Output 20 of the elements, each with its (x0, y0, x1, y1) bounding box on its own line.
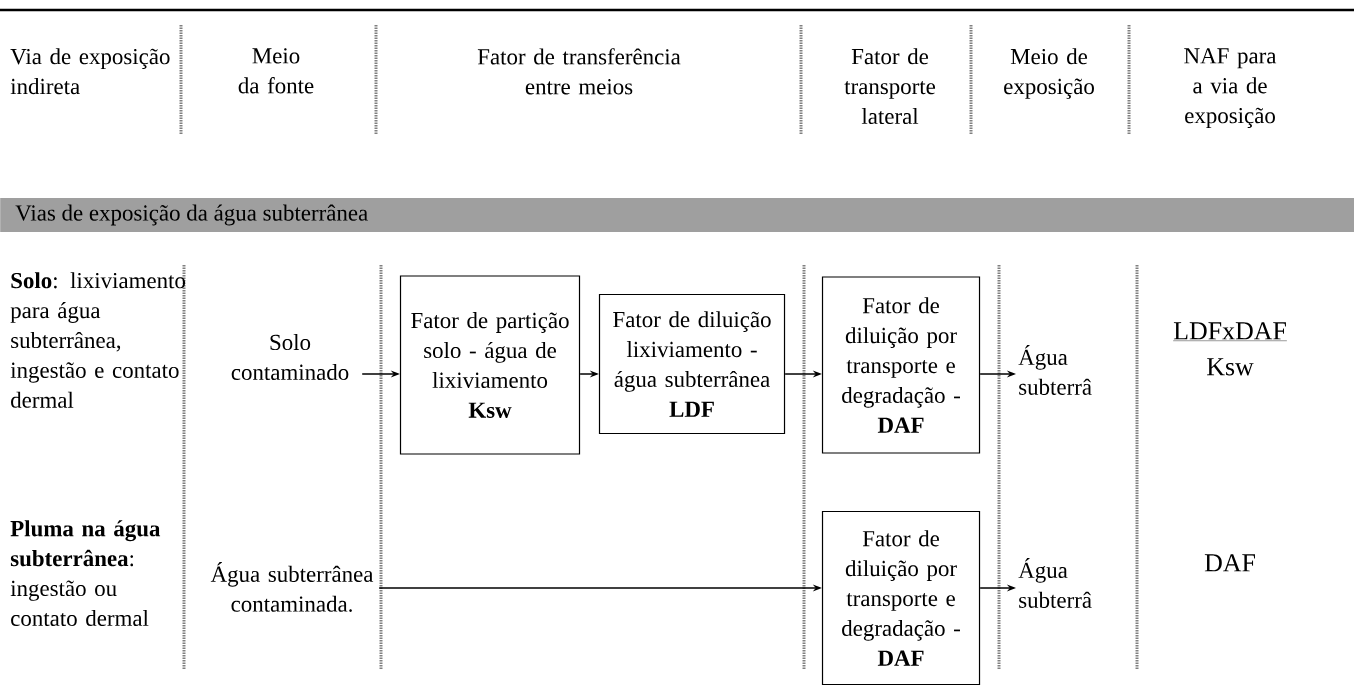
medium-text: Água subterrâ (1018, 558, 1092, 608)
column-header: Fator de transferência entre meios (477, 48, 681, 95)
column-header: Meio da fonte (238, 48, 314, 94)
medium-text: Água subterrâ (1018, 345, 1092, 395)
row-label: Pluma na água subterrânea: ingestão ou contato dermal (10, 520, 161, 626)
column-header: Fator de transporte lateral (844, 48, 936, 125)
column-header: Via de exposição indireta (10, 48, 170, 95)
factor-box: Fator de partição solo - água de lixiviamento Ksw (399, 275, 581, 455)
factor-box: Fator de diluição por transporte e degradação - DAF (821, 276, 981, 454)
column-header: Meio de exposição (1004, 48, 1094, 99)
column-header: NAF para a via de exposição (1184, 48, 1277, 128)
source-text: Solo contaminado (231, 334, 349, 380)
row-label: Solo: lixiviamento para água subterrânea, ingestão e contato dermal (10, 272, 186, 408)
source-text: Água subterrânea contaminada. (210, 562, 374, 612)
factor-box: Fator de diluição lixiviamento - água subterrânea LDF (598, 293, 786, 435)
section-band: Vias de exposição da água subterrânea (0, 198, 1354, 232)
formula-denominator: Ksw (1207, 358, 1254, 376)
formula-numerator: LDFxDAF (1172, 322, 1288, 341)
factor-box: Fator de diluição por transporte e degradação - DAF (821, 510, 981, 686)
formula-result: DAF (1204, 554, 1255, 572)
